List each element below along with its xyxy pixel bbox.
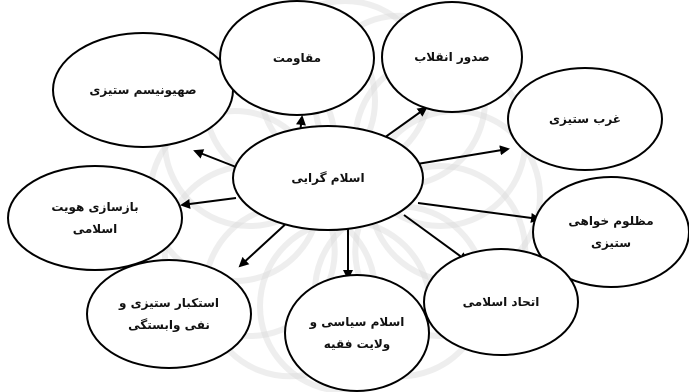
concept-node-anti-arrogance: استکبار ستیزی و نفی وابستگی xyxy=(86,259,252,369)
node-label: صهیونیسم ستیزی xyxy=(89,83,196,98)
node-ellipse xyxy=(507,67,663,171)
concept-node-political-islam: اسلام سیاسی و ولایت فقیه xyxy=(284,274,430,392)
concept-node-resistance: مقاومت xyxy=(219,0,375,116)
node-label: اتحاد اسلامی xyxy=(463,295,540,309)
node-ellipse xyxy=(381,1,523,113)
arrow-to-islamic-unity xyxy=(403,214,469,263)
node-ellipse xyxy=(423,248,579,356)
node-label: اسلام گرایی xyxy=(291,171,364,186)
node-label: نفی وابستگی xyxy=(128,318,210,333)
node-ellipse xyxy=(219,0,375,116)
node-label: اسلامی xyxy=(73,222,118,236)
node-ellipse xyxy=(7,165,183,271)
arrow-to-zionism xyxy=(193,149,237,168)
node-label: غرب ستیزی xyxy=(549,112,621,126)
node-label: ستیزی xyxy=(591,236,631,250)
node-ellipse xyxy=(532,176,689,288)
node-ellipse xyxy=(86,259,252,369)
concept-node-oppressed-support: مظلوم خواهی ستیزی xyxy=(532,176,689,288)
node-label: مقاومت xyxy=(273,51,321,66)
node-label: استکبار ستیزی و xyxy=(118,296,219,311)
node-label: ولایت فقیه xyxy=(324,337,390,352)
node-label: بازسازی هویت xyxy=(51,200,138,215)
node-ellipse xyxy=(232,125,424,231)
arrow-to-anti-arrogance xyxy=(238,219,291,268)
central-node-center: اسلام گرایی xyxy=(232,125,424,231)
concept-node-zionism: صهیونیسم ستیزی xyxy=(52,32,234,148)
node-label: مظلوم خواهی xyxy=(568,214,653,229)
node-label: اسلام سیاسی و xyxy=(309,315,405,330)
concept-node-identity-rebuild: بازسازی هویت اسلامی xyxy=(7,165,183,271)
node-label: صدور انقلاب xyxy=(414,50,490,65)
arrow-to-identity-rebuild xyxy=(180,197,237,209)
concept-node-islamic-unity: اتحاد اسلامی xyxy=(423,248,579,356)
node-ellipse xyxy=(284,274,430,392)
arrow-to-oppressed-support xyxy=(417,202,541,223)
concept-nodes: صهیونیسم ستیزی مقاومت صدور انقلاب غرب ستیزی… xyxy=(7,0,689,392)
concept-node-west-opposition: غرب ستیزی xyxy=(507,67,663,171)
concept-node-revolution-export: صدور انقلاب xyxy=(381,1,523,113)
arrow-to-west-opposition xyxy=(404,145,510,167)
